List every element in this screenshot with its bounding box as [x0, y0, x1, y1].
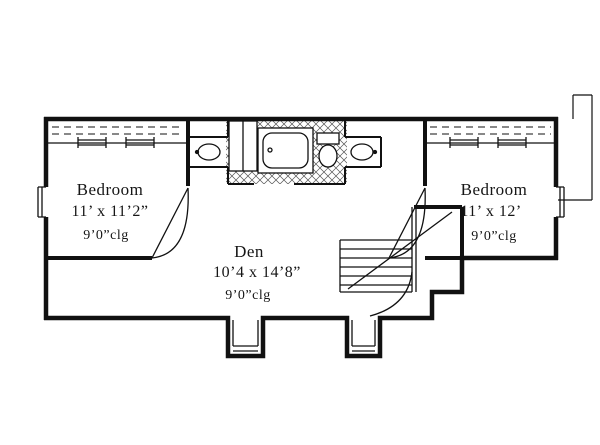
window-top-left-2 [125, 137, 155, 148]
window-bay-left [232, 320, 259, 352]
windows [37, 137, 565, 352]
bathroom-partitions [190, 119, 382, 185]
bedroom-left-dims: 11’ x 11’2” [71, 203, 149, 220]
stair-break-line [347, 211, 453, 290]
bedroom-right-dims: 11’ x 12’ [460, 203, 522, 220]
stair-side-wall [411, 207, 417, 292]
den-ceiling: 9’0”clg [225, 288, 271, 303]
exterior-walls [43, 116, 559, 359]
sink-right [350, 143, 378, 161]
vanity-left [190, 136, 228, 168]
roofline-right [558, 94, 593, 201]
window-top-left-1 [77, 137, 107, 148]
staircase [339, 207, 453, 293]
stair-door [369, 271, 413, 317]
window-bay-right [351, 320, 376, 352]
toilet [316, 132, 340, 168]
roof-dashed-lines [52, 126, 551, 135]
den-name: Den [234, 242, 264, 261]
bedroom-left-ceiling: 9’0”clg [83, 228, 129, 243]
doors [151, 187, 426, 317]
stair-treads [340, 239, 412, 293]
sink-left [194, 143, 221, 161]
window-left-wall [37, 186, 46, 218]
bathroom-fixtures [194, 120, 378, 174]
bedroom-left-name: Bedroom [76, 180, 144, 199]
den-dims: 10’4 x 14’8” [213, 264, 301, 281]
bedroom-right-door [388, 187, 426, 259]
vanity-right [345, 136, 382, 168]
window-right-wall [556, 186, 565, 218]
bedroom-right-ceiling: 9’0”clg [471, 229, 517, 244]
window-top-right-2 [497, 137, 527, 148]
bedroom-left-door [151, 187, 189, 259]
bathtub [257, 127, 314, 174]
interior-walls [46, 119, 464, 260]
window-top-right-1 [449, 137, 479, 148]
linen-closet [228, 120, 258, 172]
bedroom-right-name: Bedroom [460, 180, 528, 199]
